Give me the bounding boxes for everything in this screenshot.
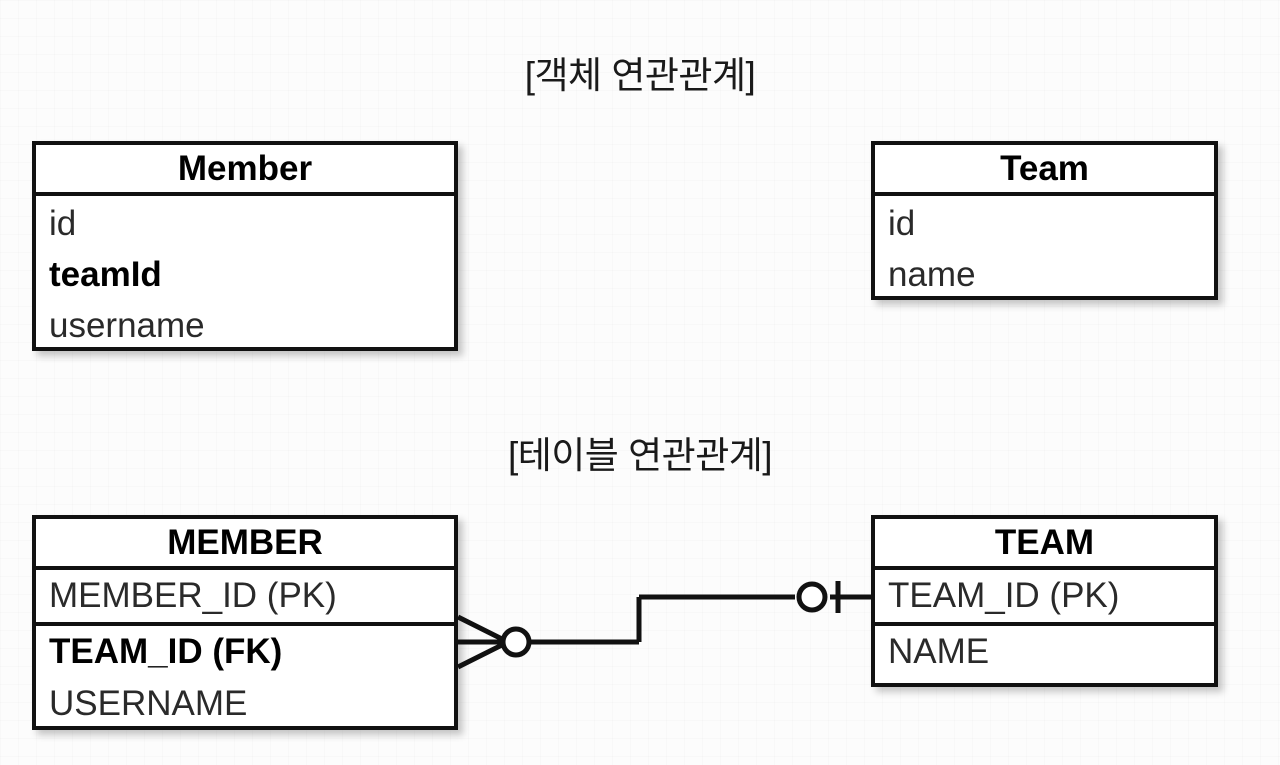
entity-team-class-fields: id name	[875, 196, 1214, 300]
entity-team-table-key-section: TEAM_ID (PK)	[875, 570, 1214, 622]
entity-member-class: Member id teamId username	[32, 141, 458, 351]
entity-member-table-title: MEMBER	[36, 519, 454, 570]
entity-team-table-columns: NAME	[875, 622, 1214, 678]
column-member-username: USERNAME	[49, 684, 248, 723]
entity-member-class-title: Member	[36, 145, 454, 196]
entity-team-class-title: Team	[875, 145, 1214, 196]
field-member-username: username	[49, 306, 205, 345]
entity-team-table: TEAM TEAM_ID (PK) NAME	[871, 515, 1218, 687]
column-member-id-pk: MEMBER_ID (PK)	[49, 576, 337, 615]
entity-team-table-title: TEAM	[875, 519, 1214, 570]
entity-member-table: MEMBER MEMBER_ID (PK) TEAM_ID (FK) USERN…	[32, 515, 458, 730]
field-member-teamid: teamId	[49, 255, 162, 294]
section-title-table-association: [테이블 연관관계]	[507, 435, 773, 476]
entity-member-table-columns: TEAM_ID (FK) USERNAME	[36, 622, 454, 730]
field-member-id: id	[49, 204, 77, 243]
field-team-id: id	[888, 204, 916, 243]
entity-team-class: Team id name	[871, 141, 1218, 300]
section-title-object-association: [객체 연관관계]	[524, 55, 756, 96]
column-team-name: NAME	[888, 632, 990, 671]
entity-member-class-fields: id teamId username	[36, 196, 454, 351]
entity-member-table-key-section: MEMBER_ID (PK)	[36, 570, 454, 622]
column-team-id-pk: TEAM_ID (PK)	[888, 576, 1120, 615]
field-team-name: name	[888, 255, 976, 294]
column-team-id-fk: TEAM_ID (FK)	[49, 632, 283, 671]
